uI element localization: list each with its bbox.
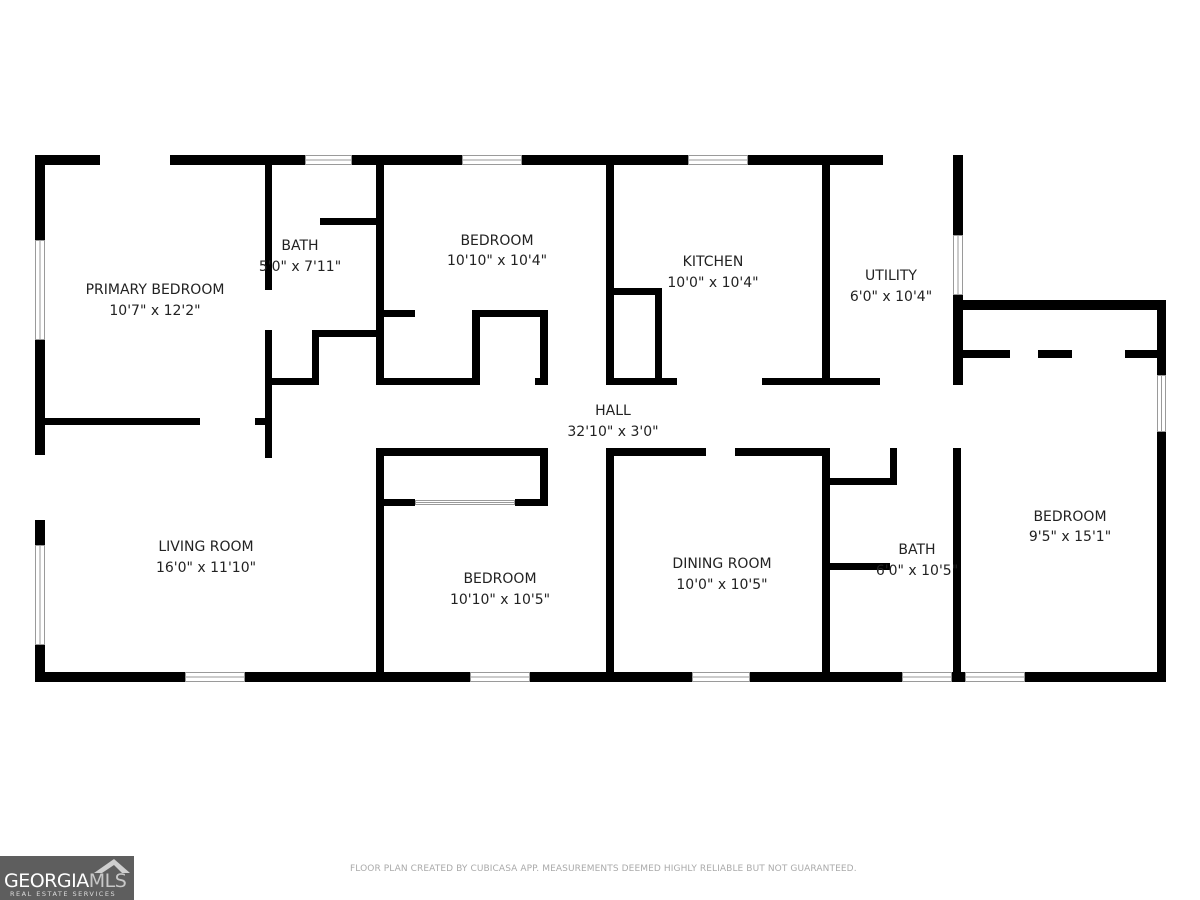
room-name-primary-bedroom: PRIMARY BEDROOM xyxy=(86,282,225,298)
wall xyxy=(376,165,384,385)
wall xyxy=(952,672,965,682)
wall xyxy=(606,448,706,456)
room-size-bedroom-3: 9'5" x 15'1" xyxy=(1029,529,1111,545)
room-name-bath-2: BATH xyxy=(898,542,935,558)
wall xyxy=(953,295,963,385)
room-name-bedroom-3: BEDROOM xyxy=(1033,509,1106,525)
wall xyxy=(35,155,45,240)
wall xyxy=(1025,672,1166,682)
wall xyxy=(1157,432,1166,682)
wall xyxy=(1125,350,1157,358)
wall xyxy=(953,155,963,235)
room-name-bedroom-2: BEDROOM xyxy=(463,571,536,587)
wall xyxy=(45,418,200,425)
wall xyxy=(830,563,890,570)
wall xyxy=(272,378,319,385)
wall xyxy=(822,165,830,385)
wall xyxy=(35,672,185,682)
wall xyxy=(255,418,272,425)
wall xyxy=(762,378,830,385)
room-size-primary-bedroom: 10'7" x 12'2" xyxy=(109,303,200,319)
room-size-living-room: 16'0" x 11'10" xyxy=(156,560,256,576)
room-size-bedroom-2: 10'10" x 10'5" xyxy=(450,592,550,608)
wall xyxy=(352,155,462,165)
wall xyxy=(265,330,272,458)
wall xyxy=(320,218,376,225)
wall xyxy=(376,448,548,456)
wall xyxy=(35,520,45,545)
wall xyxy=(170,155,305,165)
wall xyxy=(312,330,319,385)
room-name-bath-1: BATH xyxy=(281,238,318,254)
room-size-bath-2: 6'0" x 10'5" xyxy=(876,563,958,579)
wall xyxy=(540,456,548,506)
wall xyxy=(530,672,692,682)
wall xyxy=(606,378,677,385)
wall xyxy=(614,288,662,295)
room-name-hall: HALL xyxy=(595,403,631,419)
georgia-mls-logo: GEORGIAMLS REAL ESTATE SERVICES xyxy=(0,856,134,900)
windows xyxy=(35,155,1166,682)
wall xyxy=(655,288,662,385)
wall xyxy=(376,448,384,672)
wall xyxy=(265,165,272,290)
wall xyxy=(1157,300,1166,375)
wall xyxy=(750,672,902,682)
wall xyxy=(312,330,376,337)
wall xyxy=(384,310,415,317)
wall xyxy=(963,350,1010,358)
wall xyxy=(472,310,548,317)
wall xyxy=(376,378,480,385)
wall xyxy=(890,448,897,485)
room-name-utility: UTILITY xyxy=(865,268,917,284)
wall xyxy=(245,672,470,682)
room-size-utility: 6'0" x 10'4" xyxy=(850,289,932,305)
room-name-dining-room: DINING ROOM xyxy=(672,556,771,572)
room-size-bath-1: 5'0" x 7'11" xyxy=(259,259,341,275)
wall xyxy=(384,499,415,506)
wall xyxy=(822,448,830,672)
room-size-kitchen: 10'0" x 10'4" xyxy=(667,275,758,291)
room-size-dining-room: 10'0" x 10'5" xyxy=(676,577,767,593)
roof-icon xyxy=(94,859,130,873)
wall xyxy=(735,448,830,456)
wall xyxy=(1038,350,1072,358)
room-size-bedroom-1: 10'10" x 10'4" xyxy=(447,253,547,269)
wall xyxy=(515,499,548,506)
room-size-hall: 32'10" x 3'0" xyxy=(567,424,658,440)
wall xyxy=(830,478,897,485)
wall xyxy=(35,340,45,455)
walls xyxy=(35,155,1166,682)
wall xyxy=(35,155,100,165)
wall xyxy=(830,378,880,385)
wall xyxy=(540,310,548,385)
logo-text: GEORGIAMLS xyxy=(4,870,127,892)
room-name-kitchen: KITCHEN xyxy=(683,254,744,270)
wall xyxy=(535,378,548,385)
wall xyxy=(748,155,883,165)
room-name-living-room: LIVING ROOM xyxy=(158,539,253,555)
wall xyxy=(606,165,614,385)
wall xyxy=(35,645,45,682)
room-name-bedroom-1: BEDROOM xyxy=(460,233,533,249)
wall xyxy=(472,310,480,385)
wall xyxy=(953,448,961,672)
wall xyxy=(606,448,614,672)
disclaimer-text: FLOOR PLAN CREATED BY CUBICASA APP. MEAS… xyxy=(350,864,857,874)
logo-subtext: REAL ESTATE SERVICES xyxy=(10,890,117,898)
wall xyxy=(953,300,1166,310)
room-labels: PRIMARY BEDROOM 10'7" x 12'2" BATH 5'0" … xyxy=(86,233,1112,608)
wall xyxy=(522,155,688,165)
